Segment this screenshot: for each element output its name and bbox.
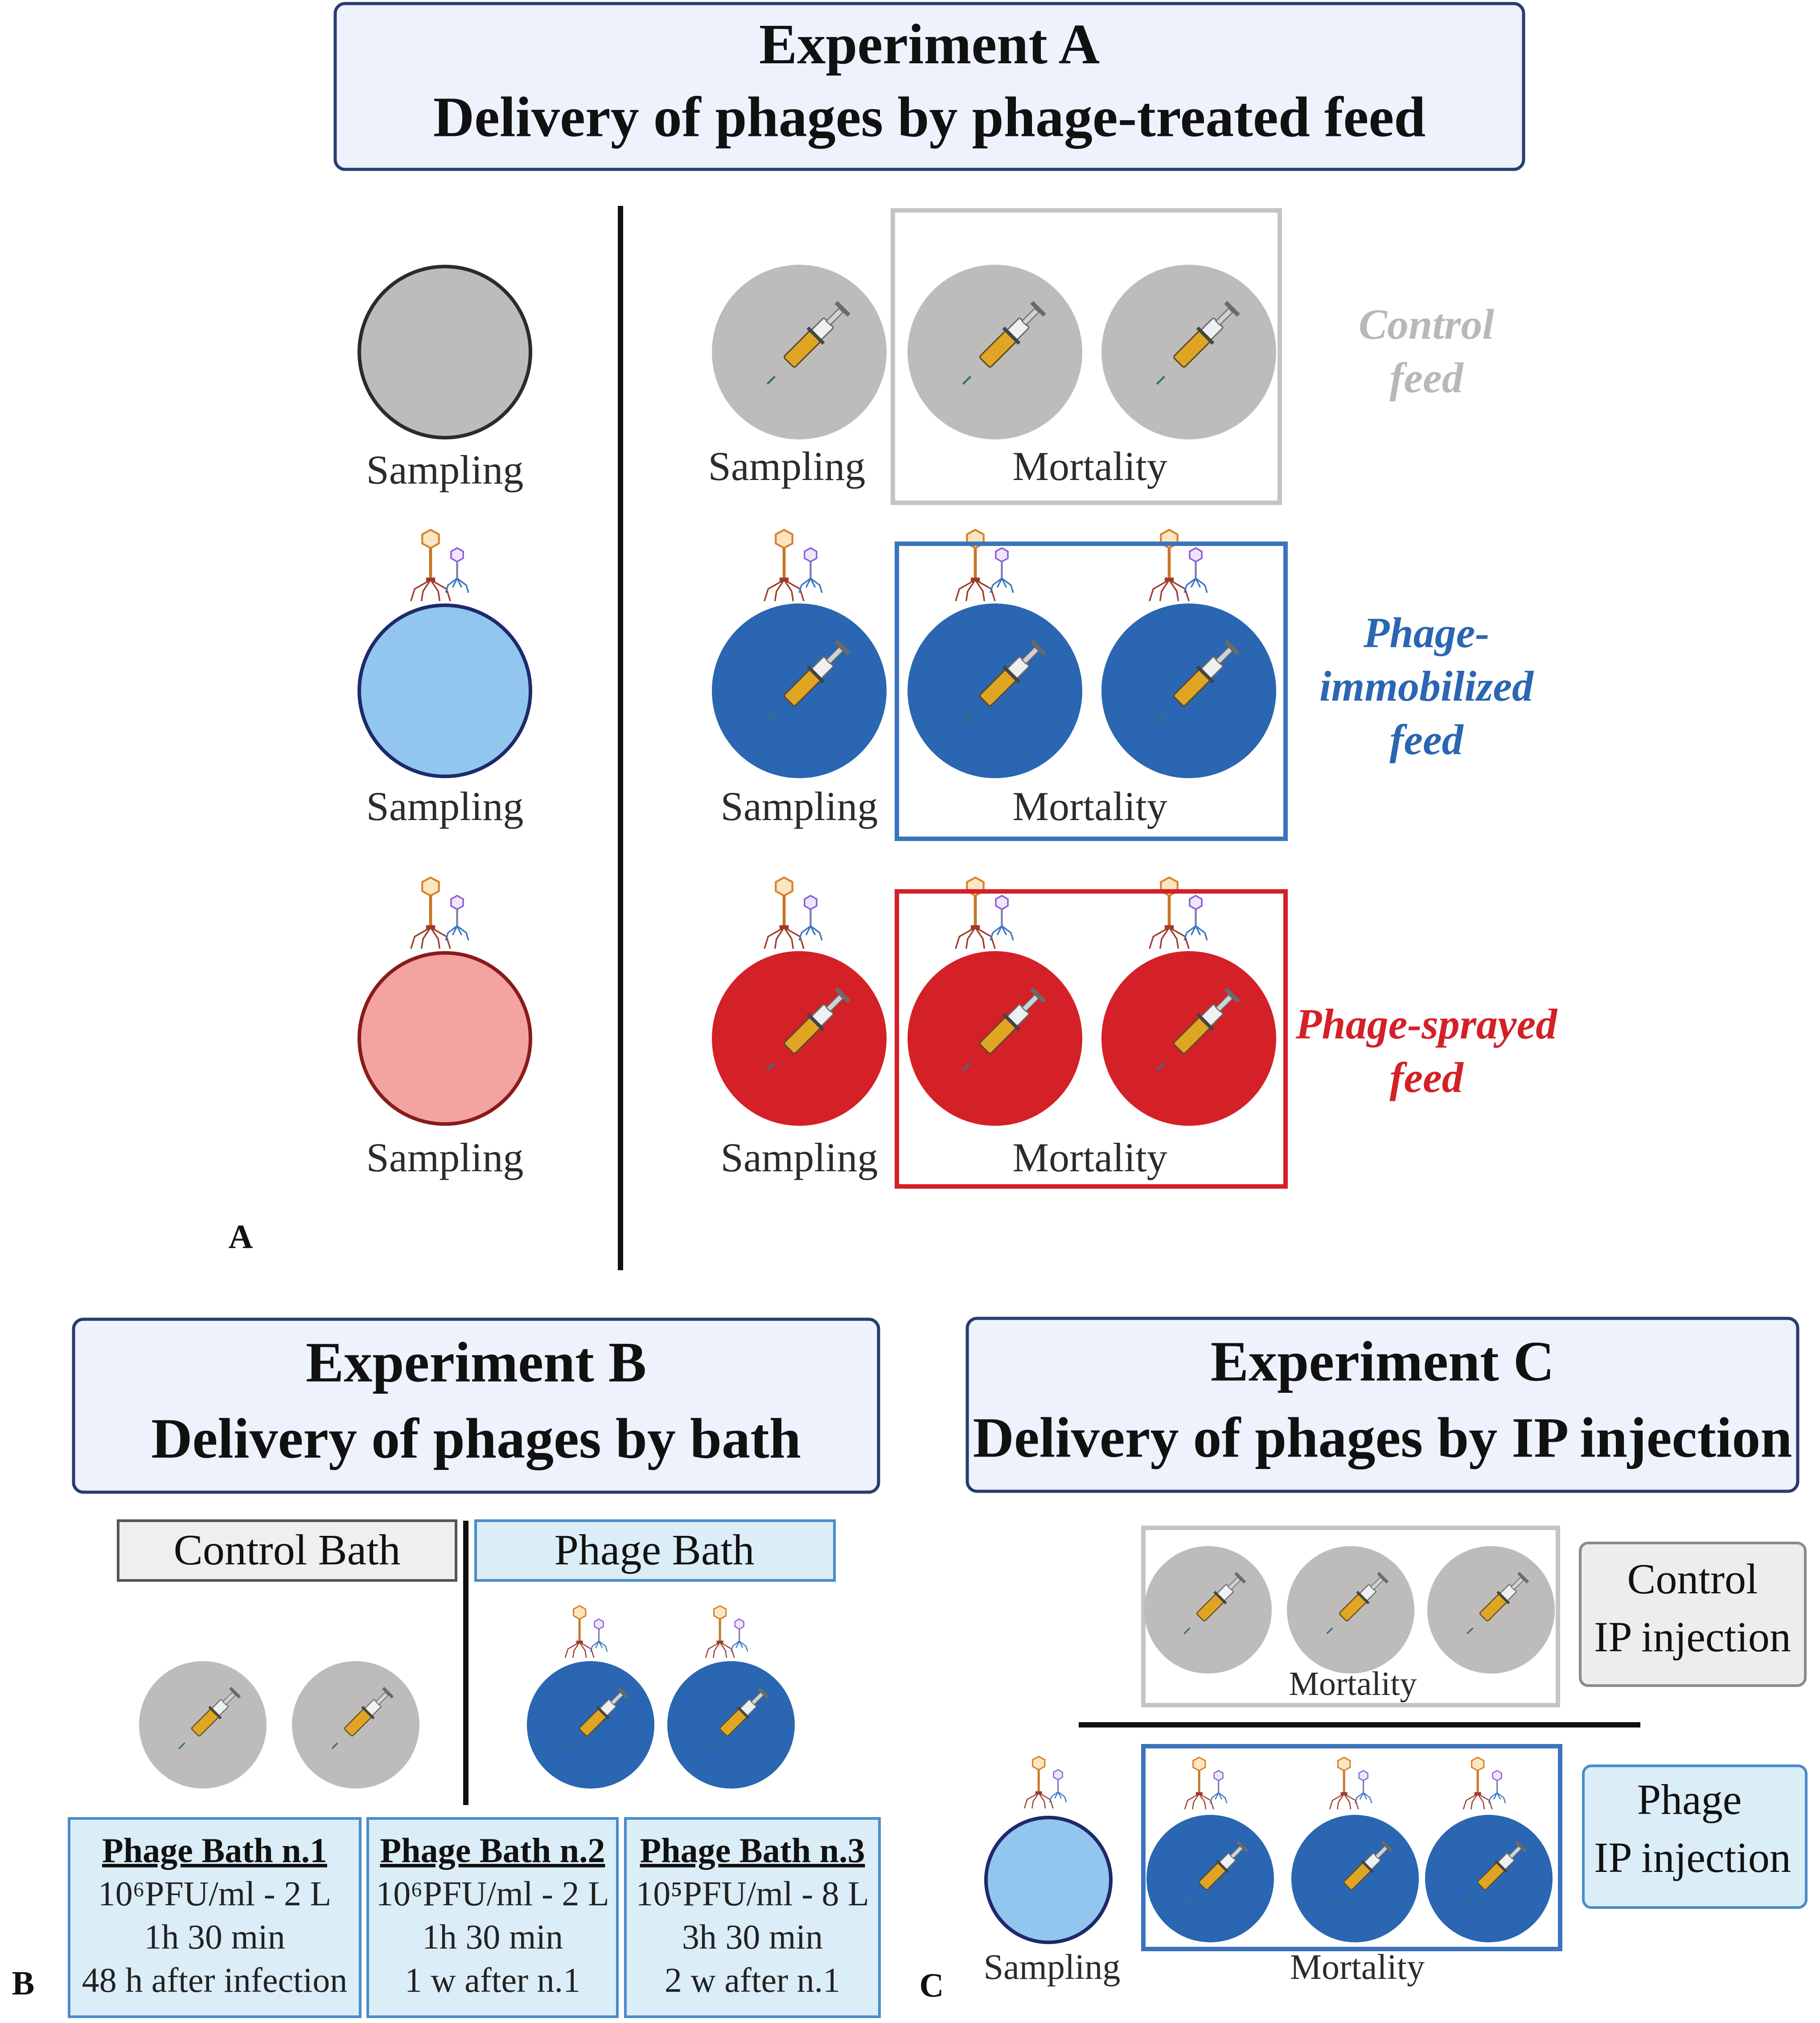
mortality-box bbox=[891, 208, 1282, 505]
phage-icon bbox=[706, 1606, 748, 1658]
bath-detail: 1h 30 min bbox=[422, 1917, 563, 1956]
sampling-label: Sampling bbox=[721, 1135, 878, 1180]
phage-bath-label: Phage Bath bbox=[554, 1526, 754, 1574]
sampling-circle-c bbox=[984, 1816, 1113, 1944]
bath-detail: 10⁶PFU/ml - 2 L bbox=[98, 1874, 331, 1913]
phage-icon bbox=[956, 530, 1013, 601]
control-mortality-box bbox=[1141, 1526, 1560, 1707]
bath-detail: 1 w after n.1 bbox=[405, 1961, 580, 1999]
sampling-label-left: Sampling bbox=[366, 1135, 524, 1180]
bath-detail: 48 h after infection bbox=[82, 1961, 348, 1999]
bath-title: Phage Bath n.2 bbox=[380, 1831, 605, 1870]
phage-icon bbox=[956, 878, 1013, 949]
control-bath-header bbox=[117, 1519, 457, 1582]
sampling-label: Sampling bbox=[708, 443, 866, 489]
phage-icon bbox=[1185, 1757, 1227, 1810]
phage-icon bbox=[1330, 1757, 1372, 1810]
experiment-b-title-box-line2: Delivery of phages by bath bbox=[151, 1407, 801, 1470]
bath-detail: 2 w after n.1 bbox=[665, 1961, 840, 1999]
group-label: immobilized bbox=[1319, 662, 1534, 710]
phage-mortality-box bbox=[1141, 1744, 1562, 1951]
experiment-a-title-box-line1: Experiment A bbox=[759, 12, 1100, 76]
sampling-circle-left bbox=[357, 951, 532, 1126]
phage-icon bbox=[1150, 530, 1207, 601]
phage-icon bbox=[411, 530, 468, 601]
mortality-label: Mortality bbox=[1012, 443, 1167, 489]
sampling-label-left: Sampling bbox=[366, 447, 524, 492]
phage-bath-header bbox=[474, 1519, 836, 1582]
bath-title: Phage Bath n.3 bbox=[640, 1831, 865, 1870]
sampling-circle-left bbox=[357, 265, 532, 439]
sampling-label-left: Sampling bbox=[366, 784, 524, 829]
experiment-a-title-box bbox=[333, 2, 1525, 171]
bath-detail: 10⁵PFU/ml - 8 L bbox=[636, 1874, 869, 1913]
phage-icon bbox=[764, 530, 822, 601]
mortality-box bbox=[895, 542, 1288, 841]
panel-letter-a: A bbox=[229, 1218, 253, 1256]
group-label: Control bbox=[1359, 300, 1494, 348]
panel-letter-b: B bbox=[12, 1965, 35, 2002]
bath-detail: 1h 30 min bbox=[144, 1917, 285, 1956]
experiment-c-title-box-line2: Delivery of phages by IP injection bbox=[973, 1406, 1792, 1469]
control-ip-label-box bbox=[1579, 1542, 1807, 1687]
experiment-c-title-box bbox=[965, 1317, 1799, 1493]
sampling-circle-left bbox=[357, 603, 532, 778]
group-label: feed bbox=[1389, 716, 1464, 763]
mortality-label: Mortality bbox=[1012, 784, 1167, 829]
phage-icon bbox=[411, 878, 468, 949]
phage-icon bbox=[1024, 1756, 1066, 1809]
group-label: feed bbox=[1389, 354, 1464, 402]
bath-info-box bbox=[68, 1817, 362, 2018]
bath-detail: 10⁶PFU/ml - 2 L bbox=[376, 1874, 609, 1913]
sampling-label: Sampling bbox=[721, 784, 878, 829]
control-mortality-label: Mortality bbox=[1289, 1665, 1417, 1703]
experiment-c-title-box-line1: Experiment C bbox=[1211, 1330, 1554, 1393]
phage-ip-label: IP injection bbox=[1594, 1834, 1791, 1881]
control-bath-label: Control Bath bbox=[173, 1526, 400, 1574]
control-ip-label: IP injection bbox=[1594, 1613, 1791, 1661]
group-label: Phage-sprayed bbox=[1295, 1000, 1558, 1048]
bath-detail: 3h 30 min bbox=[682, 1917, 823, 1956]
mortality-label: Mortality bbox=[1012, 1135, 1167, 1180]
experiment-a-title-box-line2: Delivery of phages by phage-treated feed bbox=[433, 86, 1426, 149]
group-label: Phage- bbox=[1363, 609, 1490, 657]
bath-info-box bbox=[366, 1817, 619, 2018]
experiment-b-title-box bbox=[72, 1317, 880, 1494]
bath-info-box bbox=[624, 1817, 881, 2018]
phage-icon bbox=[565, 1606, 607, 1658]
bath-title: Phage Bath n.1 bbox=[102, 1831, 327, 1870]
sampling-label-c: Sampling bbox=[984, 1948, 1121, 1987]
control-ip-label: Control bbox=[1627, 1555, 1758, 1603]
phage-icon bbox=[1150, 878, 1207, 949]
panel-letter-c: C bbox=[920, 1967, 944, 2004]
phage-ip-label-box bbox=[1582, 1764, 1808, 1909]
group-label: feed bbox=[1389, 1054, 1464, 1101]
experiment-b-title-box-line1: Experiment B bbox=[306, 1331, 646, 1394]
phage-mortality-label: Mortality bbox=[1290, 1948, 1425, 1987]
phage-ip-label: Phage bbox=[1637, 1776, 1742, 1823]
mortality-box bbox=[895, 889, 1288, 1189]
phage-icon bbox=[764, 878, 822, 949]
phage-icon bbox=[1463, 1757, 1505, 1810]
